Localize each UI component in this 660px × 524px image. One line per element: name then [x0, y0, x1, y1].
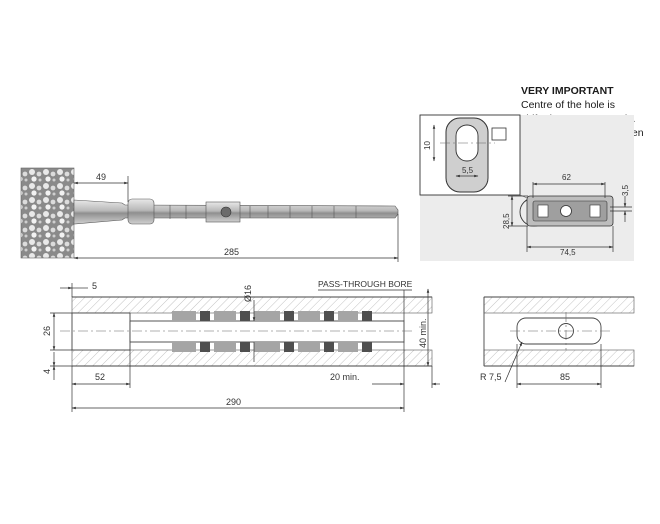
dim-49: 49 [96, 172, 106, 182]
side-view: 49 285 [20, 167, 399, 262]
counterbore [71, 312, 131, 351]
bore-section: 5 Ø16 PASS-THROUGH BORE 26 4 52 20 min. … [42, 279, 440, 412]
dim-290: 290 [226, 397, 241, 407]
dim-28-5: 28,5 [502, 213, 511, 229]
dim-20-min: 20 min. [330, 372, 360, 382]
label-pass-through: PASS-THROUGH BORE [318, 279, 413, 289]
bore-blocks [172, 311, 372, 352]
bolt-screw [220, 206, 232, 218]
dim-74-5: 74,5 [560, 248, 576, 257]
bore [129, 320, 405, 343]
bolt-collar [127, 198, 155, 225]
detail-inset: 10 5,5 62 3,5 28,5 74,5 [419, 114, 634, 261]
stone-wall [20, 167, 75, 259]
dim-5-5: 5,5 [462, 166, 474, 175]
note-heading: VERY IMPORTANT [521, 85, 614, 97]
dim-r7-5: R 7,5 [480, 372, 502, 382]
dim-3-5: 3,5 [621, 184, 630, 196]
dim-85: 85 [560, 372, 570, 382]
dim-52: 52 [95, 372, 105, 382]
dim-5: 5 [92, 281, 97, 291]
dim-d16: Ø16 [243, 285, 253, 302]
plate-hole [560, 205, 572, 217]
dim-40-min: 40 min. [418, 318, 428, 348]
note-line-1: Centre of the hole is [521, 99, 615, 111]
bolt-grooves [169, 205, 357, 219]
dim-10: 10 [423, 141, 432, 150]
dim-26: 26 [42, 326, 52, 336]
front-section: R 7,5 85 [480, 296, 635, 388]
dim-4: 4 [42, 369, 52, 374]
dim-285: 285 [224, 247, 239, 257]
dim-62: 62 [562, 173, 571, 182]
